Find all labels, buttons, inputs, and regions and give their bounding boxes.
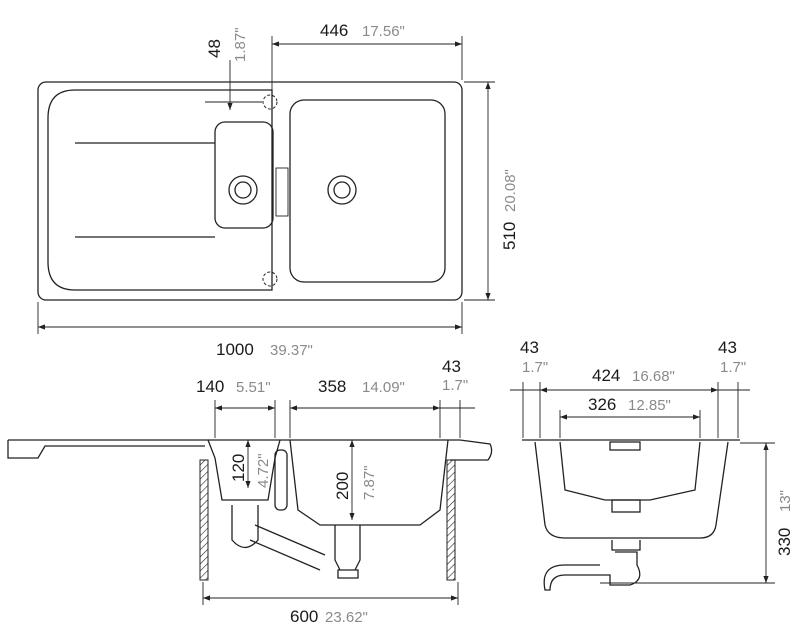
- dim-140-in: 5.51": [236, 379, 271, 396]
- dim-326-in: 12.85": [628, 397, 671, 414]
- overflow-slot: [609, 441, 641, 451]
- dim-43-left-mm: 43: [520, 338, 539, 357]
- waste-trap: [543, 540, 641, 591]
- overflow-pipe: [274, 449, 288, 511]
- dim-120-mm: 120: [229, 454, 248, 482]
- dim-43-left-in: 1.7": [522, 359, 548, 376]
- dim-424-mm: 424: [592, 366, 620, 385]
- drain-icon: [228, 175, 258, 205]
- cabinet-wall-left: [199, 459, 209, 581]
- drain-inner-icon: [234, 181, 252, 199]
- dim-1000-in: 39.37": [270, 342, 313, 359]
- top-view: 446 17.56" 48 1.87" 510 20.08" 1000 39.3…: [37, 21, 519, 359]
- overflow: [275, 167, 289, 217]
- small-bowl: [214, 121, 274, 229]
- drainer-profile: [7, 439, 460, 459]
- large-bowl-profile: [289, 439, 449, 526]
- dim-330-mm: 330: [775, 528, 794, 556]
- dim-424-in: 16.68": [632, 368, 675, 385]
- bowl-step: [611, 499, 641, 513]
- drain-icon: [327, 175, 357, 205]
- drainer-area: [47, 89, 273, 291]
- small-bowl-profile: [207, 439, 281, 501]
- dim-330-in: 13": [777, 490, 794, 512]
- drain-outlet: [334, 525, 361, 579]
- inner-bowl-profile: [559, 441, 701, 501]
- sink-outline: [37, 81, 463, 301]
- dim-48-mm: 48: [205, 39, 224, 58]
- dim-510-mm: 510: [500, 222, 519, 250]
- tap-hole-icon: [262, 271, 278, 287]
- dim-1000-mm: 1000: [216, 340, 254, 359]
- dim-326-mm: 326: [588, 395, 616, 414]
- dim-600-mm: 600: [290, 607, 318, 626]
- dim-140-mm: 140: [196, 377, 224, 396]
- trap: [231, 505, 259, 549]
- large-bowl: [289, 99, 446, 283]
- dim-200-mm: 200: [333, 472, 352, 500]
- dim-358-in: 14.09": [362, 379, 405, 396]
- dim-43-mm: 43: [442, 357, 461, 376]
- rim-profile: [450, 439, 493, 461]
- dim-600-in: 23.62": [325, 609, 368, 626]
- tap-hole-icon: [262, 94, 278, 110]
- dim-43-right-mm: 43: [718, 338, 737, 357]
- cabinet-wall-right: [446, 459, 456, 581]
- dim-43-right-in: 1.7": [720, 359, 746, 376]
- dim-446-in: 17.56": [362, 23, 405, 40]
- connecting-pipe: [249, 524, 326, 571]
- dim-200-in: 7.87": [361, 465, 378, 500]
- dim-43-in: 1.7": [442, 377, 468, 394]
- front-view: 43 1.7" 43 1.7" 424 16.68" 326 12.85" 33…: [510, 338, 794, 591]
- side-view: 140 5.51" 358 14.09" 43 1.7" 120 4.72" 2…: [7, 357, 493, 626]
- outer-bowl-profile: [534, 441, 729, 539]
- dim-446-mm: 446: [320, 21, 348, 40]
- drain-inner-icon: [333, 181, 351, 199]
- dim-120-in: 4.72": [255, 453, 272, 488]
- dim-48-in: 1.87": [232, 27, 249, 62]
- dim-358-mm: 358: [318, 377, 346, 396]
- dim-510-in: 20.08": [502, 169, 519, 212]
